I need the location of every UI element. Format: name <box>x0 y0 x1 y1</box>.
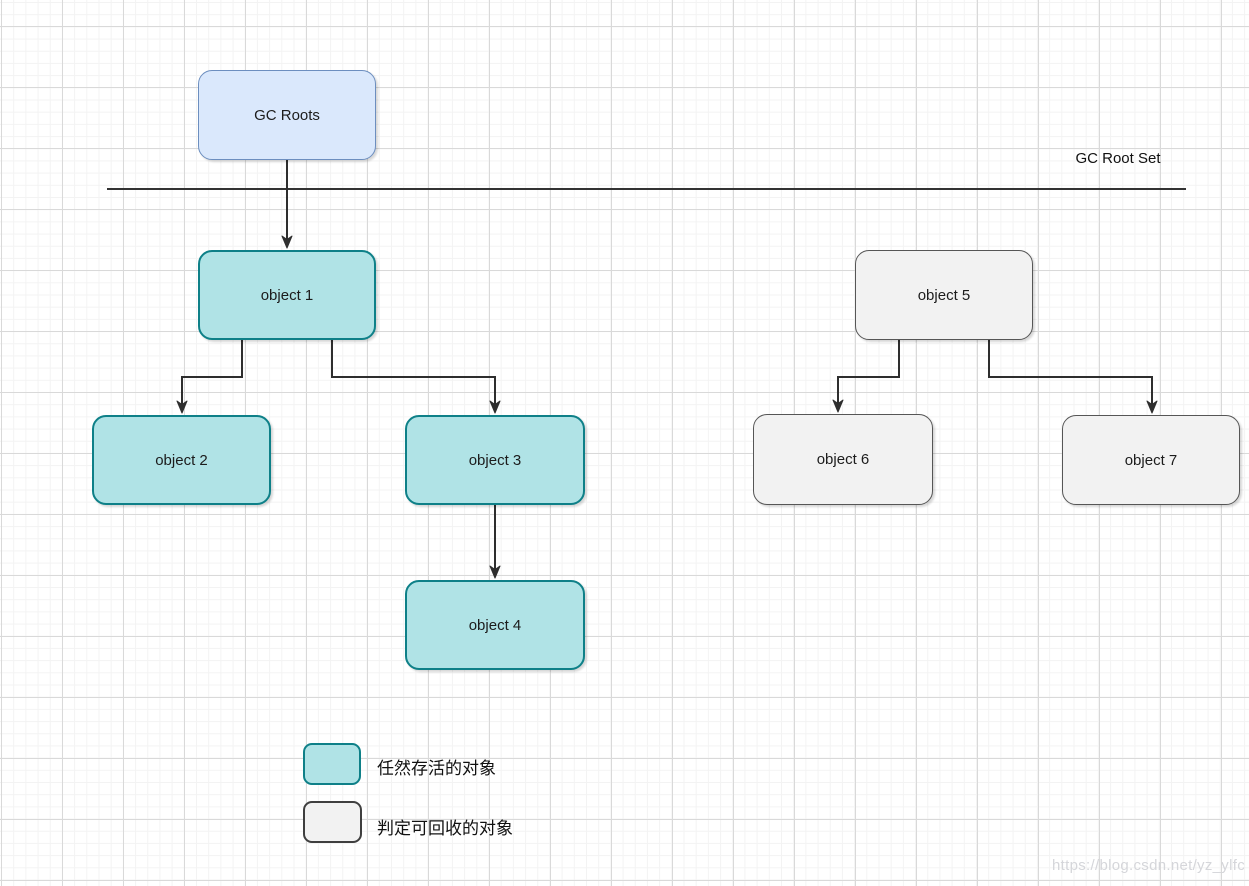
edge-object1-object3 <box>331 340 501 414</box>
node-object-3: object 3 <box>405 415 585 505</box>
edge-object1-object2 <box>176 340 243 414</box>
node-object-2: object 2 <box>92 415 271 505</box>
node-object-5: object 5 <box>855 250 1033 340</box>
gc-root-set-label: GC Root Set <box>1075 150 1161 167</box>
node-object-1: object 1 <box>198 250 376 340</box>
node-gc-roots: GC Roots <box>198 70 376 160</box>
edge-object5-object7 <box>988 340 1158 414</box>
watermark-url: https://blog.csdn.net/yz_ylfc <box>1052 857 1245 874</box>
legend-label-alive: 任然存活的对象 <box>377 759 496 778</box>
node-label: object 7 <box>1124 451 1178 469</box>
node-object-7: object 7 <box>1062 415 1240 505</box>
legend-swatch-alive <box>303 743 361 785</box>
node-label: object 6 <box>816 451 870 468</box>
node-label: GC Roots <box>254 106 320 124</box>
node-object-6: object 6 <box>753 414 933 505</box>
edge-object5-object6 <box>832 340 900 413</box>
node-label: object 5 <box>917 286 971 304</box>
node-label: object 3 <box>468 451 522 469</box>
node-label: object 4 <box>468 616 522 634</box>
legend-label-recyclable: 判定可回收的对象 <box>377 819 513 838</box>
legend-swatch-recyclable <box>303 801 362 843</box>
node-label: object 2 <box>155 451 208 469</box>
node-label: object 1 <box>260 286 314 304</box>
node-object-4: object 4 <box>405 580 585 670</box>
